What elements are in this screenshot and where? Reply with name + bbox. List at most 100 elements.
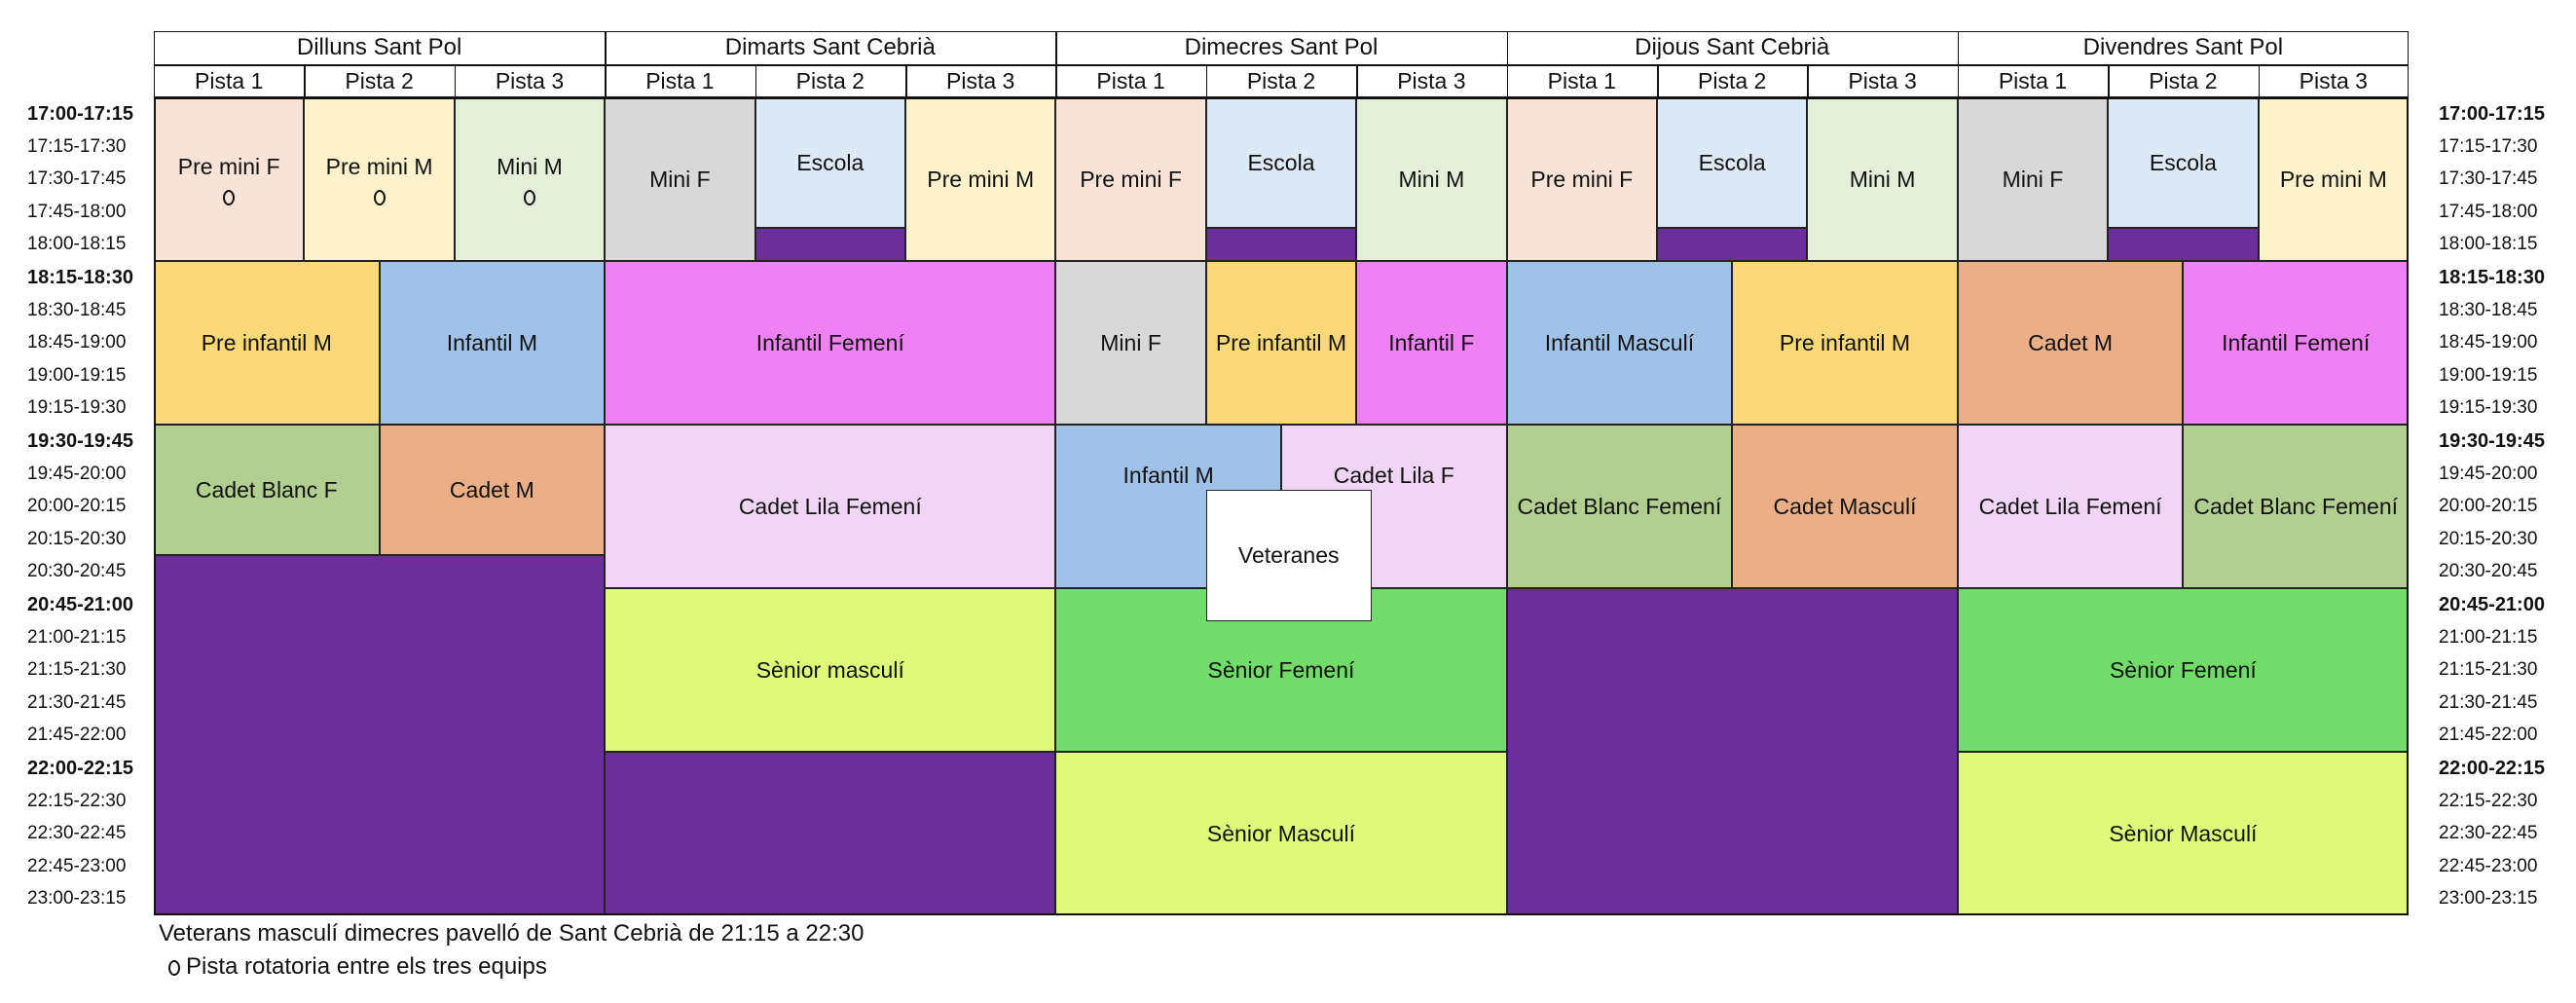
time-label: 18:45-19:00 [27,332,127,353]
footer-legend: Pista rotatoria entre els tres equips [159,952,547,982]
day-header: Dimarts Sant Cebrià [724,34,936,60]
divider [304,64,306,97]
slot-pre-mini-m: Pre mini M [2258,97,2409,261]
slot-label: Cadet M [2028,330,2114,355]
slot-label: Cadet Lila Femení [738,494,922,519]
pista-header: Pista 2 [1698,68,1767,93]
slot-label: Mini F [1100,330,1161,355]
slot-label: Pre infantil M [1779,330,1911,355]
slot-veteranes: Veteranes [1205,490,1372,621]
slot-label: Escola [1698,150,1766,176]
slot-blocked [1205,228,1357,261]
divider [1657,64,1659,97]
day-header: Dilluns Sant Pol [296,34,462,60]
slot-label: Sènior Femení [2109,657,2257,683]
slot-mini-f: Mini F [1957,97,2109,261]
time-label: 21:45-22:00 [2439,724,2538,746]
slot-mini-m: Mini M [1356,97,1507,261]
time-label: 18:00-18:15 [2439,234,2538,255]
time-label: 17:45-18:00 [2439,201,2538,222]
slot-label: Pre mini M [2279,167,2387,192]
time-label: 17:00-17:15 [27,103,133,125]
pista-header: Pista 2 [795,68,865,93]
slot-label: Escola [1247,150,1315,176]
time-label: 19:15-19:30 [27,397,127,419]
slot-label: Escola [796,150,865,176]
time-label: 21:15-21:30 [2439,659,2538,681]
slot-cadet-m: Cadet M [379,425,606,556]
slot-cadet-lila-femení: Cadet Lila Femení [605,425,1056,588]
slot-blocked [154,555,606,915]
slot-cadet-blanc-f: Cadet Blanc F [154,425,380,556]
slot-blocked [754,228,905,261]
divider [2108,64,2110,97]
pista-header: Pista 3 [2299,68,2368,93]
slot-infantil-m: Infantil M [379,261,606,425]
divider [454,64,457,97]
slot-pre-mini-f: Pre mini F [154,97,305,261]
pista-header: Pista 3 [495,68,565,93]
time-label: 19:45-20:00 [2439,463,2538,484]
slot-label: Mini F [2002,167,2064,192]
pista-header: Pista 3 [1848,68,1917,93]
slot-label: Pre infantil M [1215,330,1347,355]
time-label: 21:30-21:45 [2439,691,2538,713]
slot-label: Pre mini F [1080,167,1182,192]
time-label: 20:15-20:30 [27,528,127,549]
time-label: 17:30-17:45 [27,168,127,190]
slot-sènior-masculí: Sènior masculí [605,588,1056,752]
pista-header: Pista 2 [345,68,414,93]
slot-label: Cadet Lila F [1333,463,1454,488]
time-label: 19:00-19:15 [2439,364,2538,386]
slot-cadet-blanc-femení: Cadet Blanc Femení [2183,425,2409,588]
slot-infantil-femení: Infantil Femení [2183,261,2409,425]
time-label: 23:00-23:15 [27,888,127,910]
time-label: 23:00-23:15 [2439,888,2538,910]
divider [905,64,907,97]
time-label: 21:00-21:15 [2439,626,2538,648]
time-label: 22:15-22:30 [2439,790,2538,811]
slot-label: Mini M [1398,167,1465,192]
time-label: 18:30-18:45 [2439,299,2538,320]
time-label: 21:00-21:15 [27,626,127,648]
legend-text: Pista rotatoria entre els tres equips [186,953,547,980]
day-header: Divendres Sant Pol [2082,34,2284,60]
time-label: 18:15-18:30 [2439,267,2545,288]
time-label: 20:00-20:15 [2439,496,2538,517]
slot-label: Pre mini M [927,167,1035,192]
time-label: 22:00-22:15 [2439,758,2545,779]
slot-label: Pre infantil M [201,330,332,355]
slot-label: Infantil Femení [755,330,904,355]
footer-note-veterans: Veterans masculí dimecres pavelló de San… [159,920,865,947]
slot-sènior-masculí: Sènior Masculí [1957,752,2409,915]
slot-label: Cadet Blanc Femení [2193,494,2399,519]
slot-label: Pre mini F [177,154,280,179]
slot-label: Infantil Femení [2222,330,2371,355]
divider [2258,64,2261,97]
slot-label: Veteranes [1237,542,1340,569]
slot-pre-infantil-m: Pre infantil M [1205,261,1357,425]
divider [1807,64,1809,97]
slot-label: Escola [2149,150,2217,176]
time-label: 18:45-19:00 [2439,332,2538,353]
time-label: 18:00-18:15 [27,234,127,255]
time-label: 19:15-19:30 [2439,397,2538,419]
slot-pre-mini-m: Pre mini M [905,97,1056,261]
pista-header: Pista 1 [1096,68,1165,93]
slot-blocked [2108,228,2259,261]
slot-label: Infantil M [1122,463,1214,488]
slot-escola: Escola [754,97,905,229]
slot-label: Infantil F [1388,330,1475,355]
time-label: 22:30-22:45 [27,823,127,844]
slot-label: Sènior Masculí [1206,821,1356,846]
time-label: 22:30-22:45 [2439,823,2538,844]
time-label: 21:30-21:45 [27,691,127,713]
slot-cadet-lila-femení: Cadet Lila Femení [1957,425,2184,588]
time-label: 21:15-21:30 [27,659,127,681]
time-label: 20:45-21:00 [27,594,133,615]
divider [1205,64,1208,97]
time-label: 18:15-18:30 [27,267,133,288]
time-label: 18:30-18:45 [27,299,127,320]
time-label: 17:15-17:30 [27,135,127,157]
time-label: 20:30-20:45 [2439,561,2538,582]
